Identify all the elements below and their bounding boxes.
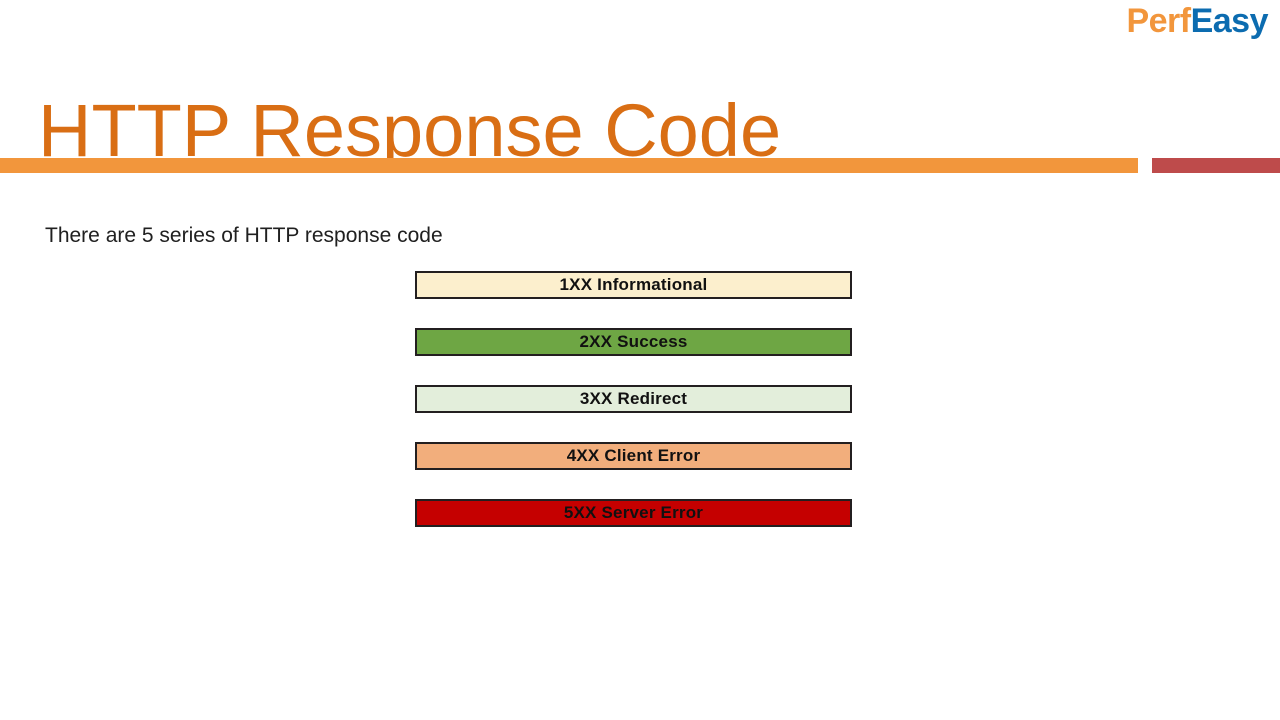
series-label-5xx: 5XX Server Error xyxy=(563,503,704,522)
brand-logo-part1: Perf xyxy=(1126,2,1191,40)
intro-text: There are 5 series of HTTP response code xyxy=(45,224,443,247)
brand-logo: PerfEasy xyxy=(1126,4,1268,38)
series-bar-1xx: 1XX Informational xyxy=(415,271,852,299)
divider-bar-primary xyxy=(0,158,1138,173)
divider-bar-accent xyxy=(1152,158,1280,173)
series-list: 1XX Informational 2XX Success 3XX Redire… xyxy=(415,271,852,527)
series-label-1xx: 1XX Informational xyxy=(559,275,708,294)
series-bar-5xx: 5XX Server Error xyxy=(415,499,852,527)
series-label-4xx: 4XX Client Error xyxy=(566,446,701,465)
series-bar-2xx: 2XX Success xyxy=(415,328,852,356)
series-bar-4xx: 4XX Client Error xyxy=(415,442,852,470)
series-label-2xx: 2XX Success xyxy=(579,332,688,351)
series-label-3xx: 3XX Redirect xyxy=(579,389,688,408)
series-bar-3xx: 3XX Redirect xyxy=(415,385,852,413)
brand-logo-part2: Easy xyxy=(1190,2,1269,40)
page-title: HTTP Response Code xyxy=(38,88,782,172)
